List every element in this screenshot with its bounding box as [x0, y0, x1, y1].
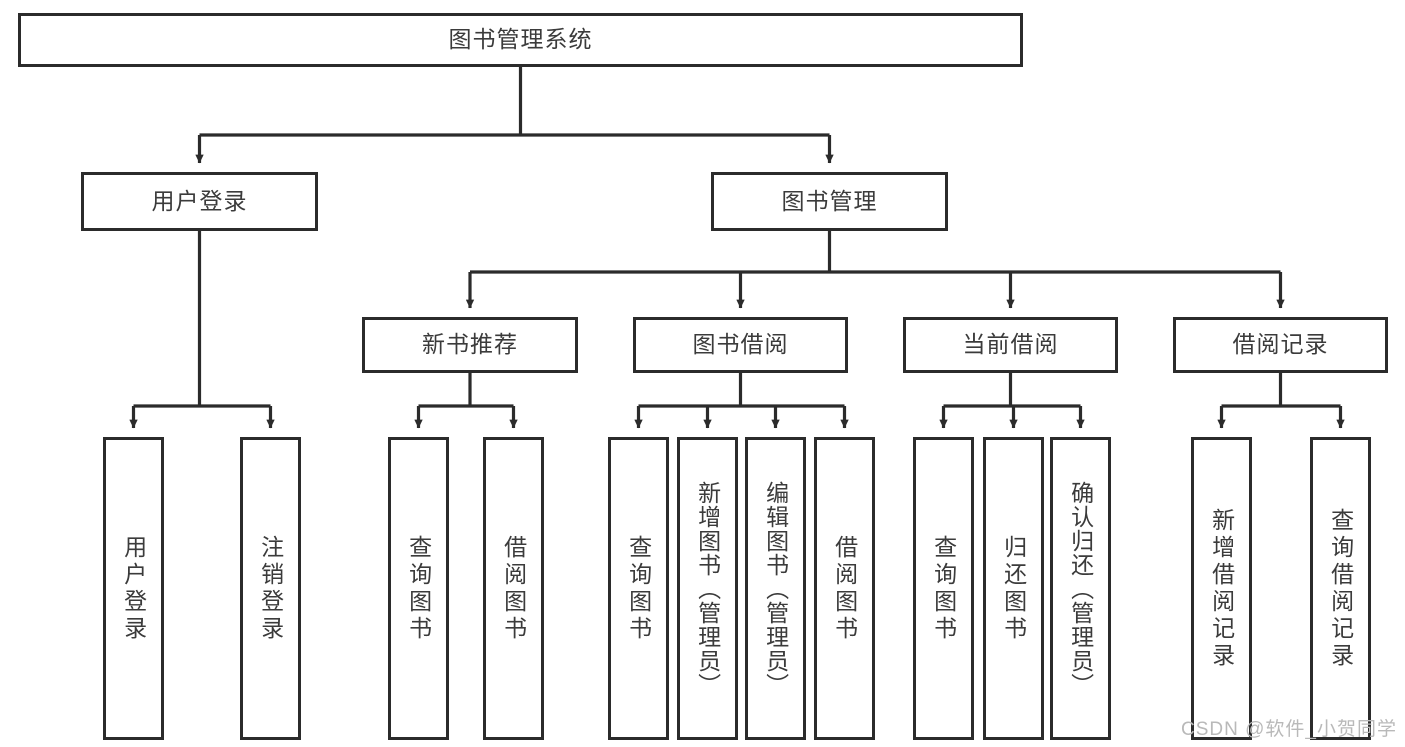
node-label: 借阅记录	[1232, 331, 1329, 358]
node-leaf-confirm-return[interactable]: 确认归还（管理员）	[1050, 437, 1111, 740]
node-label: 编辑图书（管理员）	[762, 480, 789, 697]
node-label: 查询图书	[930, 534, 957, 643]
node-label: 当前借阅	[962, 331, 1059, 358]
node-label: 图书管理	[781, 187, 878, 214]
node-leaf-borrow-book-2[interactable]: 借阅图书	[814, 437, 875, 740]
node-label: 归还图书	[1000, 534, 1027, 643]
node-leaf-add-book[interactable]: 新增图书（管理员）	[677, 437, 738, 740]
node-leaf-logout[interactable]: 注销登录	[240, 437, 301, 740]
node-label: 新增借阅记录	[1208, 507, 1235, 670]
node-leaf-add-record[interactable]: 新增借阅记录	[1191, 437, 1252, 740]
node-label: 借阅图书	[831, 534, 858, 643]
node-user-login[interactable]: 用户登录	[81, 172, 318, 231]
node-label: 确认归还（管理员）	[1067, 480, 1094, 697]
watermark-label: CSDN @软件_小贺同学	[1181, 719, 1397, 740]
node-label: 新书推荐	[422, 331, 518, 358]
node-borrow-record[interactable]: 借阅记录	[1173, 317, 1388, 373]
node-label: 用户登录	[120, 534, 147, 643]
node-book-borrow[interactable]: 图书借阅	[633, 317, 848, 373]
node-current-borrow[interactable]: 当前借阅	[903, 317, 1118, 373]
node-leaf-user-login[interactable]: 用户登录	[103, 437, 164, 740]
node-label: 用户登录	[151, 187, 248, 214]
node-leaf-borrow-book-1[interactable]: 借阅图书	[483, 437, 544, 740]
node-label: 借阅图书	[500, 534, 527, 643]
node-label: 图书借阅	[692, 331, 789, 358]
node-book-manage[interactable]: 图书管理	[711, 172, 948, 231]
node-leaf-query-book-1[interactable]: 查询图书	[388, 437, 449, 740]
node-leaf-query-book-2[interactable]: 查询图书	[608, 437, 669, 740]
node-label: 图书管理系统	[448, 26, 593, 53]
node-leaf-query-record[interactable]: 查询借阅记录	[1310, 437, 1371, 740]
node-leaf-return-book[interactable]: 归还图书	[983, 437, 1044, 740]
node-label: 新增图书（管理员）	[694, 480, 721, 697]
node-root[interactable]: 图书管理系统	[18, 13, 1023, 67]
node-label: 查询借阅记录	[1327, 507, 1354, 670]
node-new-book-rec[interactable]: 新书推荐	[362, 317, 578, 373]
node-label: 注销登录	[257, 534, 284, 643]
node-label: 查询图书	[405, 534, 432, 643]
node-leaf-query-book-3[interactable]: 查询图书	[913, 437, 974, 740]
node-label: 查询图书	[625, 534, 652, 643]
node-leaf-edit-book[interactable]: 编辑图书（管理员）	[745, 437, 806, 740]
